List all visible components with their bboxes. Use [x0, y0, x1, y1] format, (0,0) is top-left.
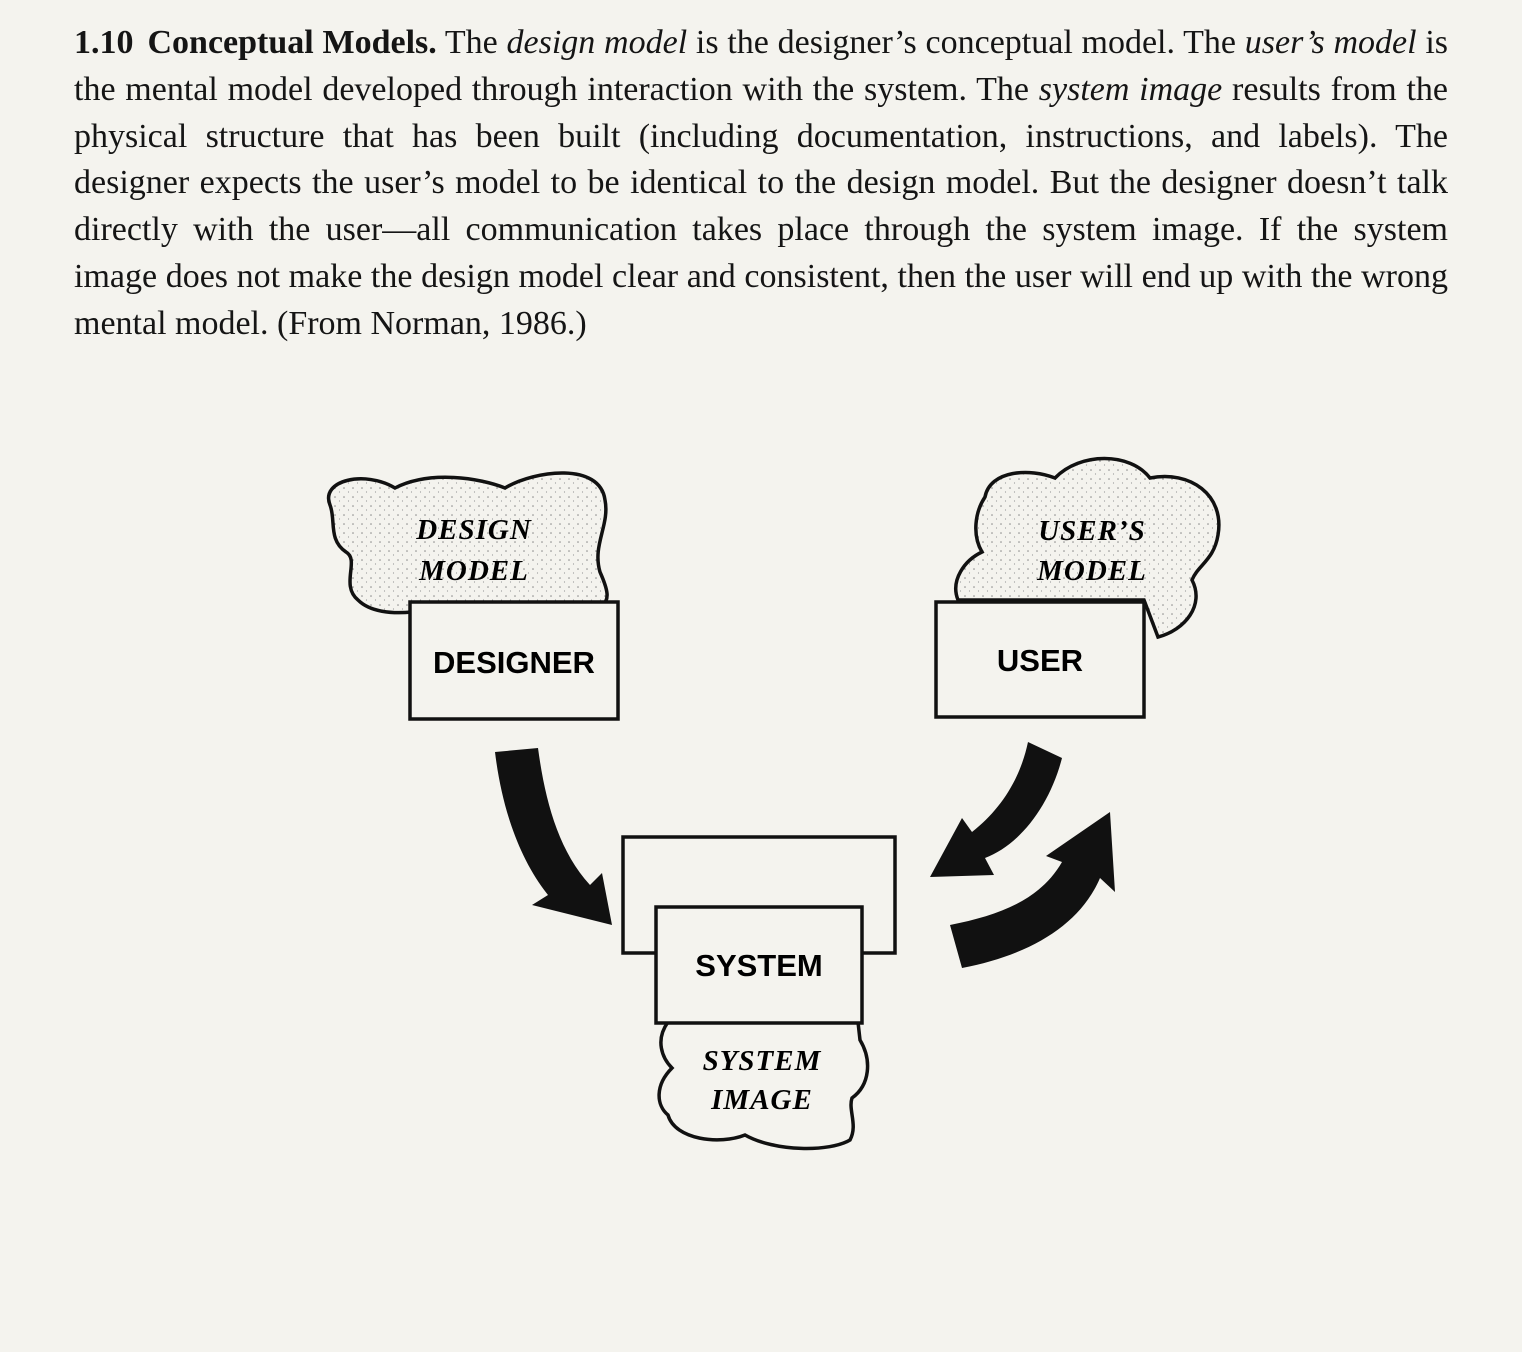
caption-segment-0: The: [436, 24, 507, 61]
arrow-user-to-system: [930, 742, 1062, 877]
arrow-system-to-user: [950, 812, 1115, 968]
user-box: USER: [934, 600, 1146, 719]
user-label: USER: [997, 643, 1083, 678]
system-image-cloud: SYSTEM IMAGE: [657, 1020, 870, 1151]
caption-segment-design-model: design model: [506, 24, 688, 61]
system-image-label-line2: IMAGE: [710, 1084, 813, 1116]
system-label: SYSTEM: [695, 948, 822, 983]
designer-box: DESIGNER: [408, 600, 620, 721]
users-model-label-line1: USER’S: [1038, 515, 1146, 547]
figure-title: Conceptual Models.: [147, 24, 437, 61]
design-model-label-line1: DESIGN: [415, 514, 532, 546]
designer-label: DESIGNER: [433, 645, 595, 680]
figure-number: 1.10: [74, 24, 134, 61]
design-model-label-line2: MODEL: [418, 555, 529, 587]
system-box: SYSTEM: [654, 905, 864, 1025]
caption-segment-4: is the mental model developed through in…: [74, 24, 1449, 108]
users-model-label-line2: MODEL: [1036, 555, 1147, 587]
system-image-label-line1: SYSTEM: [703, 1045, 822, 1077]
caption-segment-6: results from the physical structure that…: [74, 70, 1448, 342]
caption-segment-system-image: system image: [1038, 70, 1223, 108]
design-model-cloud: DESIGN MODEL: [326, 471, 609, 615]
caption-segment-users-model: user’s model: [1244, 24, 1417, 61]
users-model-cloud: USER’S MODEL: [954, 456, 1221, 640]
caption-segment-2: is the designer’s conceptual model. The: [687, 24, 1245, 61]
arrow-designer-to-system: [495, 748, 612, 925]
